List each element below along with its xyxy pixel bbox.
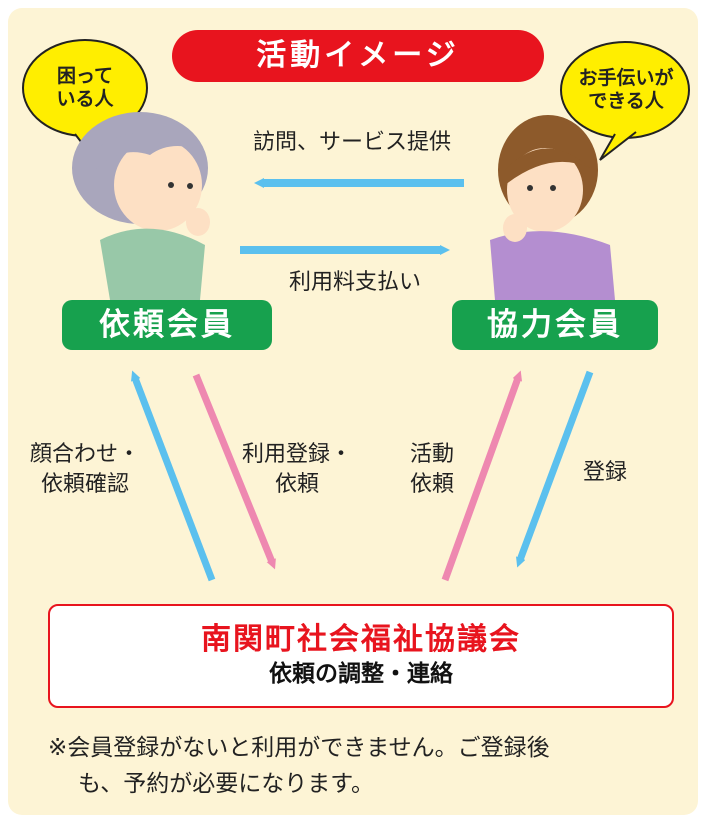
council-role: 依頼の調整・連絡 [269, 661, 453, 687]
label-meeting-line1: 顔合わせ・ [29, 442, 140, 467]
bubble-left-line2: いる人 [56, 88, 114, 110]
arrow-registration-request [192, 373, 276, 570]
bubble-right-text: お手伝いが できる人 [566, 67, 686, 113]
label-use-registration-line2: 依頼 [274, 472, 319, 497]
footnote-line1: ※会員登録がないと利用ができません。ご登録後 [48, 735, 550, 761]
diagram-title: 活動イメージ [172, 30, 544, 82]
label-meeting-line2: 依頼確認 [40, 472, 129, 497]
bubble-right-line1: お手伝いが [578, 67, 674, 89]
elderly-woman-illustration [72, 112, 210, 300]
arrow-register [516, 370, 594, 568]
bubble-right-line2: できる人 [588, 90, 664, 112]
label-activity-line1: 活動 [409, 442, 454, 467]
requester-member-badge: 依頼会員 [62, 300, 272, 350]
helper-member-badge: 協力会員 [452, 300, 658, 350]
label-register: 登録 [582, 460, 627, 485]
footnote-line2: も、予約が必要になります。 [78, 771, 375, 797]
label-use-registration-line1: 利用登録・ [241, 442, 352, 467]
council-name: 南関町社会福祉協議会 [201, 622, 521, 657]
helper-woman-illustration [490, 115, 615, 300]
arrow-meeting [131, 370, 216, 582]
arrow-activity-request [441, 370, 523, 582]
speech-bubble-right [560, 41, 690, 161]
bubble-left-line1: 困って [56, 65, 114, 87]
label-use-registration: 利用登録・ 依頼 [232, 440, 362, 500]
label-activity-request: 活動 依頼 [392, 440, 472, 500]
label-payment: 利用料支払い [288, 270, 421, 295]
council-box: 南関町社会福祉協議会 依頼の調整・連絡 [48, 604, 674, 708]
footnote: ※会員登録がないと利用ができません。ご登録後 も、予約が必要になります。 [48, 730, 688, 802]
label-service: 訪問、サービス提供 [252, 130, 451, 155]
bubble-left-text: 困って いる人 [30, 65, 140, 111]
label-activity-line2: 依頼 [409, 472, 454, 497]
label-meeting-confirm: 顔合わせ・ 依頼確認 [20, 440, 150, 500]
